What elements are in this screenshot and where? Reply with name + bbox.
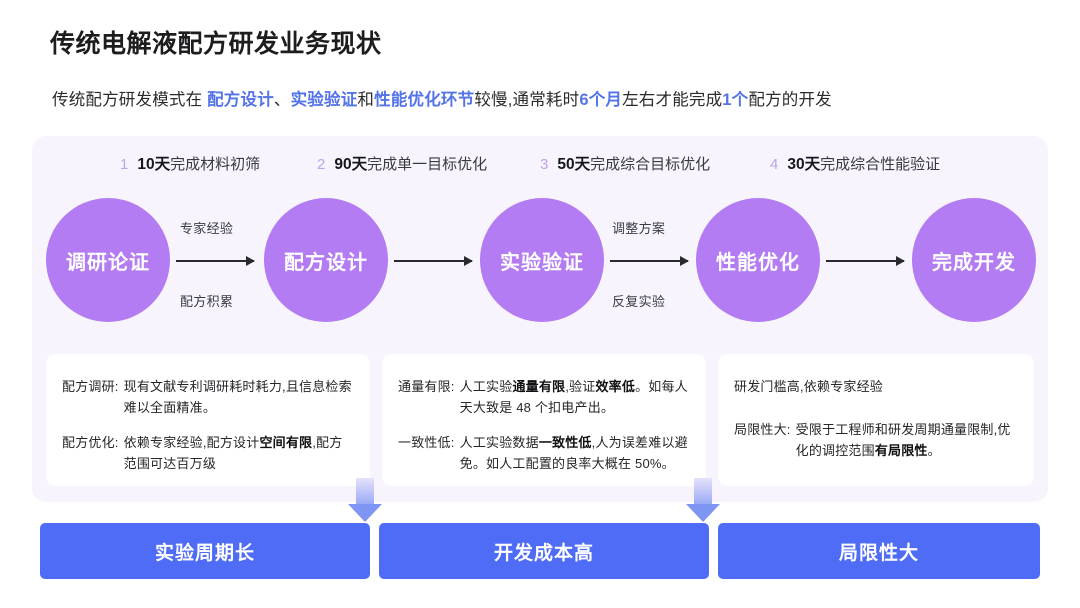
step-label: 完成材料初筛 <box>170 156 261 173</box>
step-duration: 30天 <box>787 156 821 173</box>
arrow-stem <box>694 478 712 504</box>
conclusion-banner-3[interactable]: 局限性大 <box>718 523 1040 579</box>
info-row: 局限性大: 受限于工程师和研发周期通量限制,优化的调控范围有局限性。 <box>734 419 1018 461</box>
flow-diagram: 专家经验 配方积累 调整方案 反复实验 调研论证配方设计实验验证性能优化完成开发 <box>32 198 1048 350</box>
flow-circle-1[interactable]: 调研论证 <box>46 198 170 322</box>
connector-label-formula-accumulation: 配方积累 <box>180 294 234 309</box>
steps-row: 1 10天完成材料初筛 2 90天完成单一目标优化 3 50天完成综合目标优化 4 30天完成… <box>32 152 1048 180</box>
info-card-2: 通量有限: 人工实验通量有限,验证效率低。如每人天大致是 48 个扣电产出。一致性… <box>382 354 706 486</box>
info-row-label: 局限性大: <box>734 422 791 437</box>
info-row: 研发门槛高,依赖专家经验 <box>734 376 1018 397</box>
flow-circle-2[interactable]: 配方设计 <box>264 198 388 322</box>
info-row-value: 受限于工程师和研发周期通量限制,优化的调控范围有局限性。 <box>795 422 1011 458</box>
subtitle-text-4: 和 <box>357 91 375 109</box>
info-row-value: 人工实验通量有限,验证效率低。如每人天大致是 48 个扣电产出。 <box>459 379 688 415</box>
info-row-label: 通量有限: <box>398 379 455 394</box>
step-item-1: 1 10天完成材料初筛 <box>120 152 260 174</box>
subtitle-highlight-7: 6个月 <box>579 91 623 109</box>
step-duration: 90天 <box>334 156 368 173</box>
info-row: 配方优化: 依赖专家经验,配方设计空间有限,配方范围可达百万级 <box>62 432 354 474</box>
info-card-3: 研发门槛高,依赖专家经验局限性大: 受限于工程师和研发周期通量限制,优化的调控范围… <box>718 354 1034 486</box>
flow-connector-3 <box>610 256 689 266</box>
info-row-value: 现有文献专利调研耗时耗力,且信息检索难以全面精准。 <box>123 379 352 415</box>
subtitle-highlight-3: 实验验证 <box>290 91 358 109</box>
connector-label-adjust-plan: 调整方案 <box>612 221 666 236</box>
info-card-1: 配方调研: 现有文献专利调研耗时耗力,且信息检索难以全面精准。配方优化: 依赖专家经… <box>46 354 370 486</box>
flow-circle-4[interactable]: 性能优化 <box>696 198 820 322</box>
arrow-stem <box>356 478 374 504</box>
flow-connector-4 <box>826 256 905 266</box>
subtitle-text-6: 较慢,通常耗时 <box>474 91 580 109</box>
subtitle-highlight-9: 1个 <box>722 91 749 109</box>
page-subtitle: 传统配方研发模式在 配方设计、实验验证和性能优化环节较慢,通常耗时6个月左右才能… <box>52 86 832 110</box>
info-row-value: 研发门槛高,依赖专家经验 <box>734 379 884 394</box>
conclusion-banner-2[interactable]: 开发成本高 <box>379 523 709 579</box>
flow-connector-1 <box>176 256 255 266</box>
page-title: 传统电解液配方研发业务现状 <box>50 30 382 58</box>
info-row-label: 一致性低: <box>398 435 455 450</box>
subtitle-text-8: 左右才能完成 <box>622 91 723 109</box>
funnel-arrow-1 <box>348 478 382 522</box>
step-item-3: 3 50天完成综合目标优化 <box>540 152 710 174</box>
flow-circle-3[interactable]: 实验验证 <box>480 198 604 322</box>
connector-label-expert-experience: 专家经验 <box>180 221 234 236</box>
step-item-2: 2 90天完成单一目标优化 <box>317 152 487 174</box>
info-row: 配方调研: 现有文献专利调研耗时耗力,且信息检索难以全面精准。 <box>62 376 354 418</box>
flow-circle-5[interactable]: 完成开发 <box>912 198 1036 322</box>
step-duration: 50天 <box>557 156 591 173</box>
info-row-label: 配方调研: <box>62 379 119 394</box>
info-row-label: 配方优化: <box>62 435 119 450</box>
subtitle-text-2: 、 <box>273 91 291 109</box>
flow-connector-2 <box>394 256 473 266</box>
step-duration: 10天 <box>137 156 171 173</box>
step-number: 2 <box>317 156 326 173</box>
subtitle-text-0: 传统配方研发模式在 <box>52 91 208 109</box>
step-number: 3 <box>540 156 549 173</box>
info-row-value: 人工实验数据一致性低,人为误差难以避免。如人工配置的良率大概在 50%。 <box>459 435 688 471</box>
step-number: 1 <box>120 156 129 173</box>
arrow-head-down-icon <box>686 504 720 522</box>
subtitle-highlight-1: 配方设计 <box>207 91 274 109</box>
info-row: 一致性低: 人工实验数据一致性低,人为误差难以避免。如人工配置的良率大概在 50%… <box>398 432 690 474</box>
arrow-head-down-icon <box>348 504 382 522</box>
connector-label-repeat-experiment: 反复实验 <box>612 294 666 309</box>
info-row: 通量有限: 人工实验通量有限,验证效率低。如每人天大致是 48 个扣电产出。 <box>398 376 690 418</box>
info-cards: 配方调研: 现有文献专利调研耗时耗力,且信息检索难以全面精准。配方优化: 依赖专家经… <box>46 354 1034 486</box>
step-label: 完成综合性能验证 <box>820 156 941 173</box>
conclusion-banners: 实验周期长开发成本高局限性大 <box>40 523 1040 579</box>
conclusion-banner-1[interactable]: 实验周期长 <box>40 523 370 579</box>
subtitle-text-10: 配方的开发 <box>748 91 832 109</box>
subtitle-highlight-5: 性能优化环节 <box>374 91 475 109</box>
step-label: 完成单一目标优化 <box>367 156 488 173</box>
step-label: 完成综合目标优化 <box>590 156 711 173</box>
funnel-arrow-2 <box>686 478 720 522</box>
info-row-value: 依赖专家经验,配方设计空间有限,配方范围可达百万级 <box>123 435 343 471</box>
step-item-4: 4 30天完成综合性能验证 <box>770 152 940 174</box>
step-number: 4 <box>770 156 779 173</box>
